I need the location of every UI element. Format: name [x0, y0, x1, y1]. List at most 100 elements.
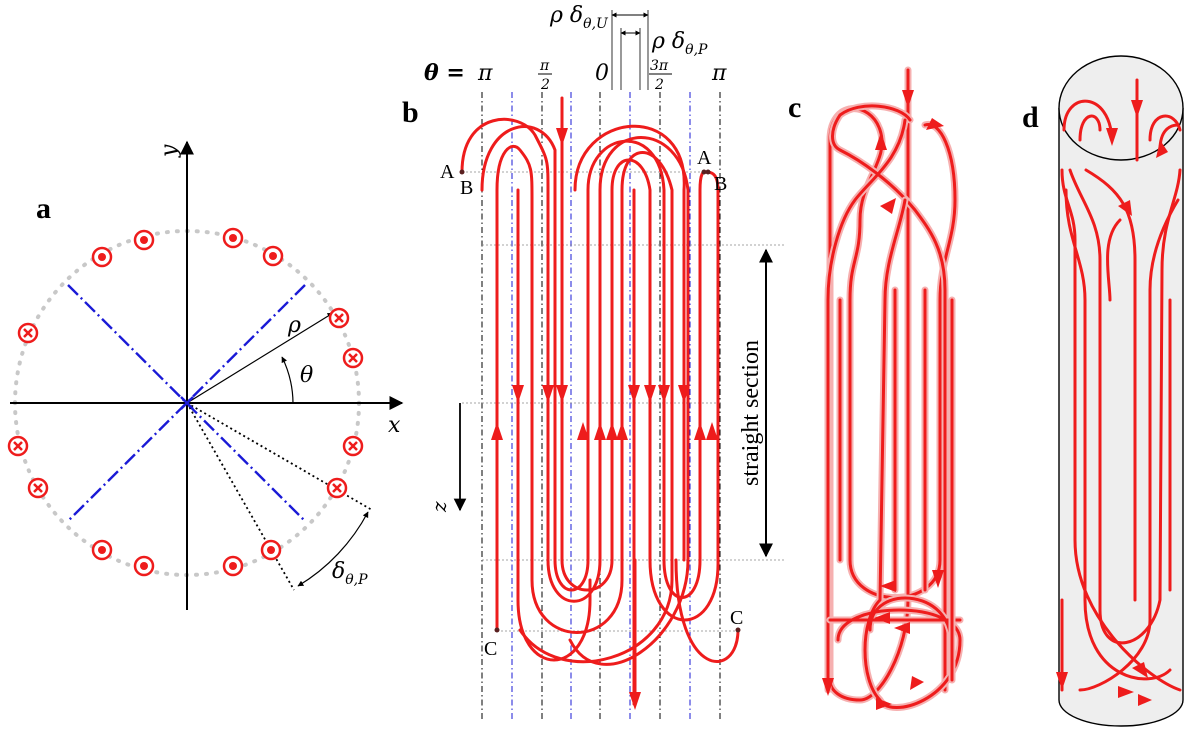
panel-c-wires	[824, 66, 964, 711]
arrowhead-icon	[658, 385, 670, 403]
panel-a-label: a	[36, 192, 51, 225]
straight-section-label: straight section	[738, 340, 764, 486]
arrowhead-icon	[932, 570, 944, 588]
y-axis-label: y	[157, 144, 182, 158]
arrowhead-icon	[491, 422, 503, 440]
arrowhead-icon	[876, 698, 892, 710]
delta-u-label: ρ δθ,U	[549, 3, 609, 32]
conductors-out	[91, 227, 284, 577]
point-a-left: A	[440, 161, 455, 183]
arrowhead-icon	[902, 90, 914, 108]
symmetry-line-1	[67, 284, 306, 522]
cylinder-top	[1058, 55, 1184, 161]
point-b-dot	[705, 169, 711, 175]
radius-label: ρ	[287, 313, 301, 338]
panel-b: b θ = π π 2 0 3π 2 π ρ δθ,U ρ δθ,P	[402, 3, 785, 720]
delta-arc	[297, 511, 369, 587]
current-in-icon	[17, 322, 39, 344]
winding-path	[1064, 188, 1172, 681]
arrowhead-icon	[644, 385, 656, 403]
arrowhead-icon	[628, 385, 640, 403]
arrowhead-icon	[1118, 200, 1132, 216]
point-c-right: C	[730, 607, 743, 629]
arrowhead-icon	[606, 422, 618, 440]
arrowhead-icon	[556, 128, 568, 146]
guide-lines	[481, 92, 721, 720]
arrowhead-icon	[694, 422, 706, 440]
point-a-dot	[459, 169, 465, 175]
current-out-icon	[222, 227, 244, 249]
point-c-dot	[494, 627, 500, 633]
arrowhead-icon	[629, 692, 641, 710]
panel-d: d	[1022, 55, 1184, 727]
wire-loop	[516, 188, 740, 706]
panel-d-arrows	[1056, 100, 1168, 706]
delta-ray-1	[186, 402, 373, 511]
tick-pi-half-den: 2	[540, 77, 550, 93]
arrowhead-icon	[1056, 672, 1068, 690]
current-in-icon	[326, 477, 348, 499]
arrowhead-icon	[678, 385, 690, 403]
winding-path	[826, 104, 947, 692]
current-in-icon	[328, 307, 350, 329]
arrowhead-icon	[512, 385, 524, 403]
current-out-icon	[133, 229, 155, 251]
current-out-icon	[133, 555, 155, 577]
arrowhead-icon	[874, 612, 890, 624]
current-out-icon	[222, 555, 244, 577]
arrowhead-icon	[822, 678, 834, 696]
current-out-icon	[262, 245, 284, 267]
arrowhead-icon	[1156, 140, 1168, 158]
current-in-icon	[342, 347, 364, 369]
z-axis-label: z	[427, 501, 451, 513]
arrowhead-icon	[542, 385, 554, 403]
current-out-icon	[91, 246, 113, 268]
winding-path	[1078, 114, 1102, 142]
point-b-left: B	[460, 177, 473, 199]
delta-ray-2	[186, 402, 295, 591]
current-in-icon	[7, 435, 29, 457]
panel-a: a x y ρ θ δθ,P	[7, 140, 404, 610]
origin-cross-icon	[180, 396, 194, 410]
current-out-icon	[260, 539, 282, 561]
winding-path	[838, 288, 954, 682]
delta-p-label: ρ δθ,P	[651, 29, 708, 58]
tick-3pi-half-num: 3π	[650, 58, 669, 74]
arrowhead-icon	[577, 422, 589, 440]
point-b-right: B	[714, 173, 727, 195]
tick-pi-left: π	[477, 61, 493, 86]
panel-b-label: b	[402, 96, 419, 129]
arrowhead-icon	[910, 676, 924, 690]
winding-path	[1078, 198, 1180, 692]
point-c-dot	[735, 627, 741, 633]
tick-pi-right: π	[711, 61, 727, 86]
arrowhead-icon	[706, 422, 718, 440]
current-out-icon	[91, 539, 113, 561]
theta-label: θ	[300, 363, 313, 388]
panel-b-arrows	[491, 128, 718, 710]
panel-c-label: c	[788, 91, 801, 124]
wire-loop	[573, 124, 686, 702]
panel-c: c	[788, 66, 964, 711]
winding-path	[828, 68, 957, 702]
tick-3pi-half-den: 2	[654, 77, 664, 93]
symmetry-line-2	[67, 284, 306, 522]
tick-pi-half-num: π	[539, 58, 550, 74]
winding-path	[1062, 99, 1114, 142]
panel-b-wires	[460, 96, 740, 706]
delta-label: δθ,P	[332, 559, 368, 588]
arrowhead-icon	[594, 422, 606, 440]
point-a-right: A	[697, 147, 712, 169]
arrowhead-icon	[926, 118, 944, 130]
arrowhead-icon	[1132, 662, 1148, 678]
arrowhead-icon	[616, 422, 628, 440]
arrowhead-icon	[1118, 686, 1134, 698]
current-in-icon	[342, 435, 364, 457]
arrowhead-icon	[1138, 694, 1152, 706]
wire-loop	[495, 144, 674, 664]
arrowhead-icon	[875, 132, 887, 150]
theta-arc	[281, 356, 294, 404]
panel-d-label: d	[1022, 101, 1039, 134]
arrowhead-icon	[556, 385, 568, 403]
